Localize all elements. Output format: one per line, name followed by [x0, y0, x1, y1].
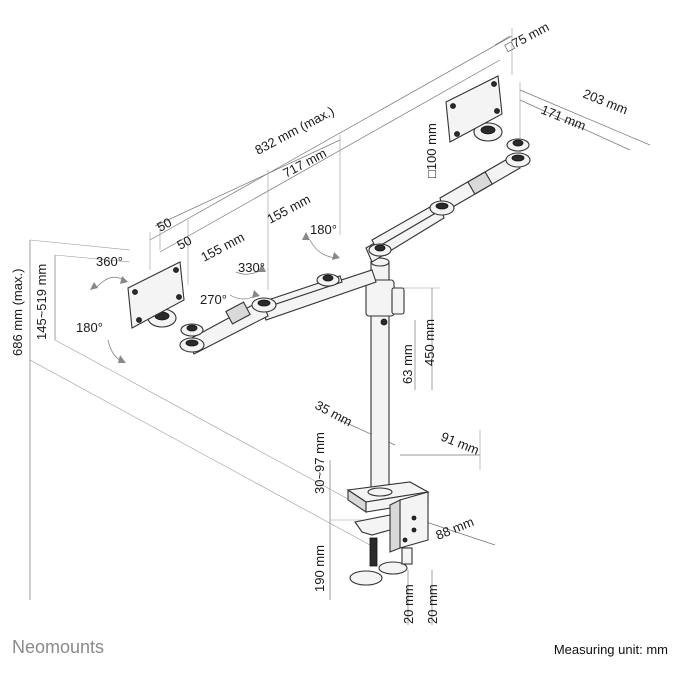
rotate-angle-label: 360°	[96, 254, 123, 269]
vesa-small-label: □75 mm	[502, 19, 551, 55]
angle-labels: 360° 270° 330° 180° 180°	[76, 222, 337, 335]
swivel-head-angle-label: 270°	[200, 292, 227, 307]
right-arm	[365, 75, 531, 263]
collar-knob-icon	[380, 318, 388, 326]
tilt-pole-angle-label: 180°	[310, 222, 337, 237]
pole-collar-label: 63 mm	[400, 344, 415, 384]
arm-depth-inner-label: 171 mm	[539, 102, 588, 134]
clamp-width-label: 88 mm	[434, 514, 476, 543]
pole-height-label: 450 mm	[422, 319, 437, 366]
clamp-height-label: 190 mm	[312, 545, 327, 592]
arm-segment-2-label: 155 mm	[264, 191, 313, 226]
width-label: 717 mm	[280, 145, 329, 180]
desk-thickness-label: 30~97 mm	[312, 432, 327, 494]
brand-logo: Neomounts	[12, 637, 105, 657]
rotation-arrows	[90, 232, 340, 363]
right-vesa-plate	[445, 75, 503, 143]
pole-diameter-label: 35 mm	[313, 397, 355, 429]
dimension-labels: □75 mm 832 mm (max.) 717 mm □100 mm 203 …	[10, 19, 630, 624]
offset-2-label: 50	[174, 233, 194, 253]
measuring-unit-label: Measuring unit: mm	[553, 642, 668, 657]
clamp-jaw	[354, 514, 391, 536]
tilt-head-angle-label: 180°	[76, 320, 103, 335]
clamp-foot	[349, 570, 383, 586]
tilt-pole-arrow-icon	[309, 239, 337, 259]
pole-assembly	[346, 257, 430, 586]
swivel-head-arrow-icon	[229, 294, 257, 300]
height-range-label: 145~519 mm	[34, 264, 49, 340]
arm-depth-outer-label: 203 mm	[581, 86, 630, 118]
pole-collar	[365, 279, 395, 317]
left-arm	[127, 261, 377, 355]
clamp-screw	[369, 537, 378, 567]
clamp-foot-2-label: 20 mm	[425, 584, 440, 624]
left-vesa-plate	[127, 261, 185, 329]
offset-1-label: 50	[154, 215, 174, 235]
height-max-label: 686 mm (max.)	[10, 269, 25, 356]
swivel-arm-angle-label: 330°	[238, 260, 265, 275]
vesa-large-label: □100 mm	[424, 123, 439, 178]
clamp-foot-1-label: 20 mm	[401, 584, 416, 624]
clamp-depth-label: 91 mm	[439, 429, 481, 458]
